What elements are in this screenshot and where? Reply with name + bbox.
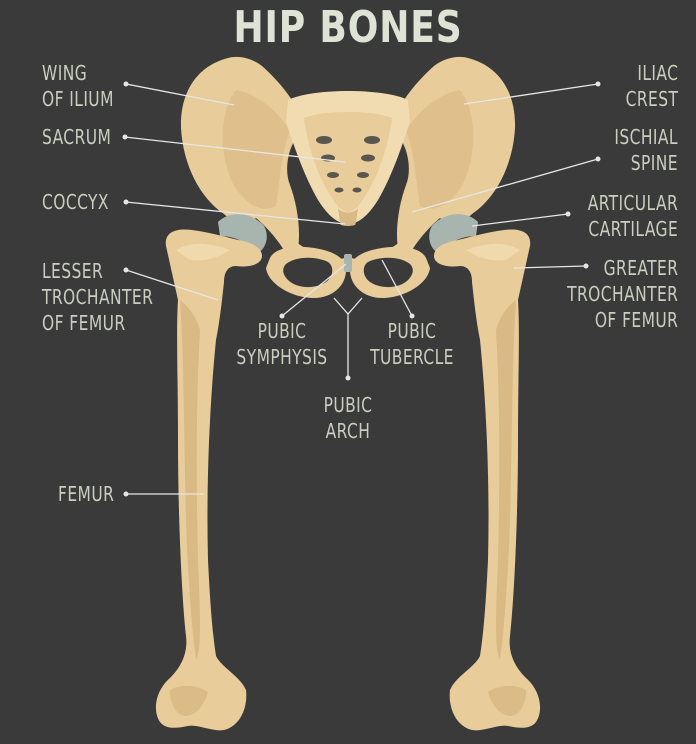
label-articular-cartilage: ARTICULAR CARTILAGE [588, 190, 678, 242]
label-line: SPINE [630, 151, 678, 175]
left-obturator-foramen [283, 257, 333, 288]
left-femur-head-shade [176, 243, 230, 261]
label-iliac-crest: ILIAC CREST [625, 60, 678, 112]
label-line: ILIAC [637, 61, 678, 85]
leader-dot-pubic-arch [345, 375, 351, 381]
label-line: TROCHANTER [42, 285, 154, 309]
left-femur-bone [155, 229, 262, 731]
label-line: OF FEMUR [42, 311, 126, 335]
label-line: TUBERCLE [370, 345, 454, 369]
label-line: PUBIC [323, 393, 373, 417]
label-ischial-spine: ISCHIAL SPINE [614, 124, 678, 176]
left-femur [155, 229, 262, 731]
label-line: CREST [625, 87, 678, 111]
leader-dot-femur [123, 491, 129, 497]
label-line: ARCH [325, 419, 371, 443]
label-line: ARTICULAR [587, 191, 678, 215]
leader-dot-lesser-trochanter [123, 267, 129, 273]
label-line: WING [42, 61, 88, 85]
label-line: LESSER [42, 259, 104, 283]
left-iliac-fossa [222, 90, 290, 209]
label-lesser-trochanter: LESSER TROCHANTER OF FEMUR [42, 258, 153, 336]
label-coccyx: COCCYX [42, 189, 109, 215]
leader-dot-ischial-spine [595, 156, 601, 162]
label-line: SYMPHYSIS [236, 345, 328, 369]
label-sacrum: SACRUM [42, 124, 111, 150]
page-title: HIP BONES [233, 2, 463, 53]
label-line: FEMUR [58, 482, 115, 506]
leader-pubic-arch-fork [333, 297, 363, 315]
leader-iliac-crest [463, 83, 599, 105]
leader-dot-iliac-crest [595, 81, 601, 87]
leader-dot-pubic-tubercle [409, 313, 415, 319]
leader-sacrum [124, 136, 346, 163]
right-femur-bone [434, 229, 541, 731]
left-articular-cartilage [218, 214, 267, 254]
label-wing-of-ilium: WING OF ILIUM [42, 60, 114, 112]
pelvic-inlet [293, 160, 403, 246]
leader-lines [122, 81, 601, 497]
right-femur-shade [496, 300, 516, 660]
right-femur-condyle-shade [488, 685, 526, 716]
leader-articular-cartilage [471, 213, 569, 227]
left-femur-condyle-shade [170, 685, 208, 716]
label-line: TROCHANTER [566, 282, 678, 306]
left-femur-shade [180, 300, 200, 660]
leader-coccyx [125, 201, 346, 225]
leader-dot-greater-trochanter [583, 263, 589, 269]
label-pubic-symphysis: PUBIC SYMPHYSIS [229, 318, 336, 370]
leader-dot-pubic-symphysis [279, 313, 285, 319]
leader-wing-of-ilium [125, 83, 235, 106]
right-iliac-fossa [406, 90, 474, 209]
label-line: PUBIC [387, 319, 437, 343]
right-articular-cartilage [429, 214, 478, 254]
leader-dot-sacrum [122, 134, 128, 140]
leader-lesser-trochanter [125, 269, 219, 301]
label-line: SACRUM [42, 125, 112, 149]
leader-pubic-tubercle [381, 259, 413, 317]
label-femur: FEMUR [58, 481, 114, 507]
leader-pubic-symphysis [281, 263, 347, 317]
label-line: ISCHIAL [614, 125, 678, 149]
leader-greater-trochanter [513, 265, 587, 269]
label-line: COCCYX [42, 190, 109, 214]
right-femur [434, 229, 541, 731]
label-line: OF FEMUR [594, 308, 678, 332]
label-line: OF ILIUM [42, 87, 114, 111]
right-femur-head-shade [466, 243, 520, 261]
leader-dot-coccyx [123, 199, 129, 205]
leader-ischial-spine [411, 158, 599, 213]
label-line: CARTILAGE [588, 217, 678, 241]
label-line: PUBIC [257, 319, 307, 343]
pelvis [180, 56, 516, 298]
label-pubic-tubercle: PUBIC TUBERCLE [367, 318, 456, 370]
label-greater-trochanter: GREATER TROCHANTER OF FEMUR [567, 255, 678, 333]
label-pubic-arch: PUBIC ARCH [305, 392, 391, 444]
pubic-symphysis [344, 254, 352, 272]
leader-dot-wing-of-ilium [123, 81, 129, 87]
label-line: GREATER [603, 256, 678, 280]
leader-dot-articular-cartilage [565, 211, 571, 217]
